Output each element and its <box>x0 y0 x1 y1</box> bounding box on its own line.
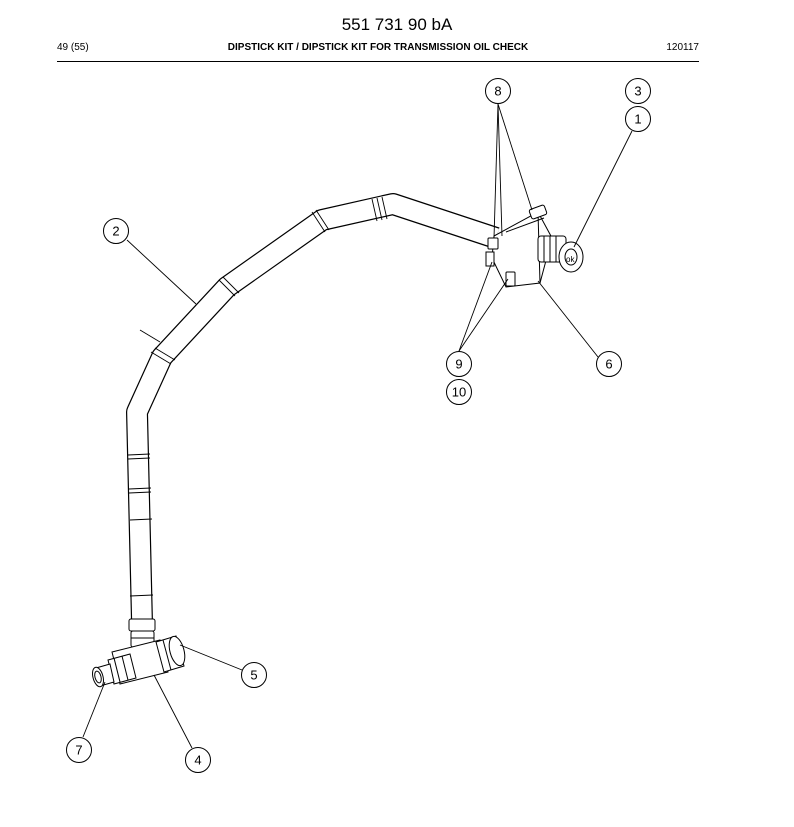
callout-9-label: 9 <box>455 357 462 372</box>
callout-3: 3 <box>625 78 651 104</box>
callout-2-label: 2 <box>112 224 119 239</box>
callout-balloons: 1 2 3 4 5 6 7 8 <box>66 78 651 773</box>
dipstick-head-assembly: ok <box>485 204 584 288</box>
callout-6: 6 <box>596 351 622 377</box>
callout-4: 4 <box>185 747 211 773</box>
header-divider <box>57 61 699 62</box>
page-title: DIPSTICK KIT / DIPSTICK KIT FOR TRANSMIS… <box>227 42 529 53</box>
leader-lines <box>82 103 633 749</box>
document-number: 551 731 90 bA <box>341 15 453 34</box>
document-date: 120117 <box>666 42 699 53</box>
callout-8-label: 8 <box>494 84 501 99</box>
callout-8: 8 <box>485 78 511 104</box>
callout-3-label: 3 <box>634 84 641 99</box>
dipstick-hose <box>126 193 500 623</box>
svg-text:ok: ok <box>566 255 575 264</box>
callout-5-label: 5 <box>250 668 257 683</box>
callout-4-label: 4 <box>194 753 201 768</box>
page-header: 49 (55) DIPSTICK KIT / DIPSTICK KIT FOR … <box>57 41 699 55</box>
callout-10-label: 10 <box>452 385 466 400</box>
callout-1: 1 <box>625 106 651 132</box>
callout-9: 9 <box>446 351 472 377</box>
callout-2: 2 <box>103 218 129 244</box>
page-counter: 49 (55) <box>57 42 89 53</box>
callout-1-label: 1 <box>634 112 641 127</box>
callout-7-label: 7 <box>75 743 82 758</box>
callout-6-label: 6 <box>605 357 612 372</box>
callout-7: 7 <box>66 737 92 763</box>
t-fitting-assembly <box>92 618 186 688</box>
callout-5: 5 <box>241 662 267 688</box>
callout-10: 10 <box>446 379 472 405</box>
